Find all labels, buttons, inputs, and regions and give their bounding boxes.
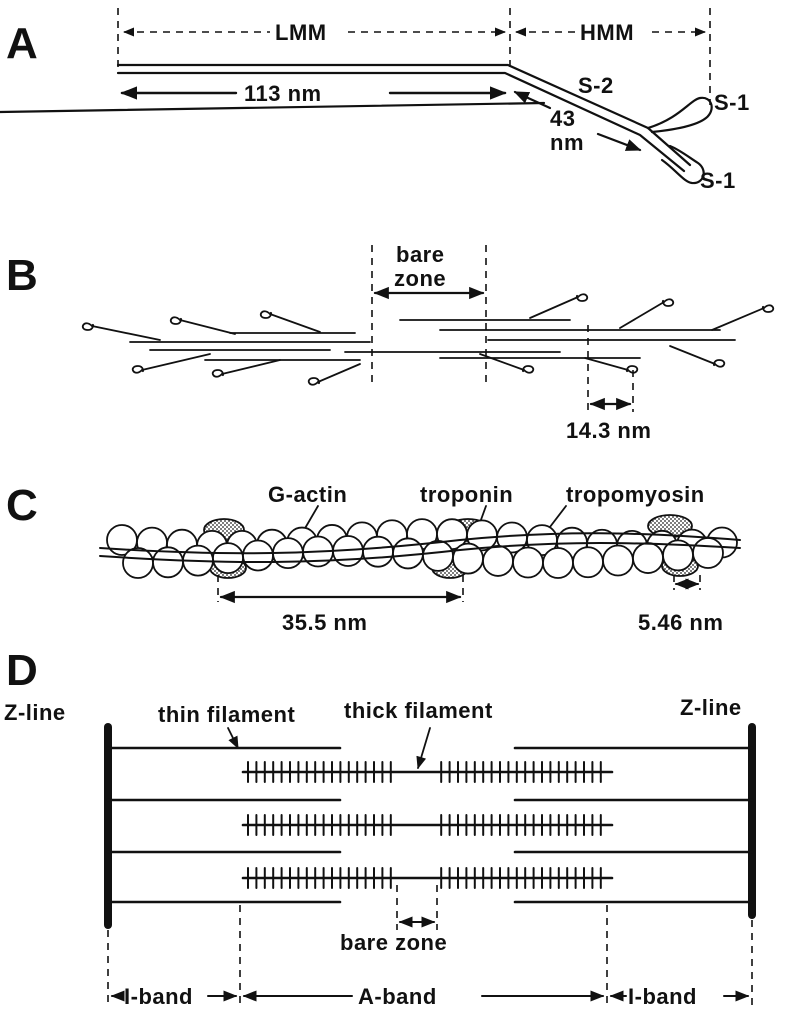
- len-43-arrow-up: [515, 92, 550, 108]
- panel-b: B bare zone: [6, 242, 773, 443]
- s1-top-label: S-1: [714, 90, 750, 115]
- hmm-label: HMM: [580, 20, 634, 45]
- lmm-label: LMM: [275, 20, 327, 45]
- panel-d-letter: D: [6, 646, 38, 695]
- g-actin-monomer: [483, 546, 513, 576]
- g-actin-monomer: [513, 548, 543, 578]
- g-actin-monomer: [573, 547, 603, 577]
- s1-bottom-label: S-1: [700, 168, 736, 193]
- s2-label: S-2: [578, 73, 614, 98]
- thin-filament-label: thin filament: [158, 702, 295, 727]
- spacing-label: 14.3 nm: [566, 418, 651, 443]
- thick-filament-label: thick filament: [344, 698, 493, 723]
- panel-c-letter: C: [6, 481, 38, 530]
- g-actin-monomer: [543, 548, 573, 578]
- g-actin-monomer: [243, 540, 273, 570]
- len-113-label: 113 nm: [244, 81, 322, 106]
- thin-filament-leader: [228, 728, 238, 748]
- bare-zone-line1: bare: [396, 242, 444, 267]
- s1-head-bottom: [662, 146, 704, 183]
- bare-zone-line2: zone: [394, 266, 446, 291]
- tropomyosin-label: tropomyosin: [566, 482, 705, 507]
- zline-left-label: Z-line: [4, 700, 66, 725]
- panel-a-letter: A: [6, 19, 38, 68]
- len-43-unit: nm: [550, 130, 584, 155]
- len-43-arrow-down: [598, 134, 640, 150]
- i-band-left-label: I-band: [124, 984, 193, 1009]
- panel-a: A LMM HMM 113 nm S-2 43 nm S-1 S-1: [0, 8, 750, 193]
- g-actin-monomer: [633, 543, 663, 573]
- g-actin-monomer: [603, 546, 633, 576]
- g-actin-leader: [304, 506, 318, 530]
- g-actin-label: G-actin: [268, 482, 347, 507]
- len-43-number: 43: [550, 106, 575, 131]
- troponin-label: troponin: [420, 482, 513, 507]
- panel-c: C G-actin troponin tropomyosin 35.5 nm 5…: [6, 481, 740, 635]
- thick-filament-backbone: [130, 320, 735, 360]
- i-band-right-label: I-band: [628, 984, 697, 1009]
- thick-filaments: [243, 762, 612, 888]
- g-actin-monomer: [363, 537, 393, 567]
- repeat-label: 35.5 nm: [282, 610, 367, 635]
- g-actin-monomer: [213, 543, 243, 573]
- g-actin-monomer: [123, 548, 153, 578]
- monomer-label: 5.46 nm: [638, 610, 723, 635]
- panel-d: D Z-line Z-line thin filament thick fila…: [4, 646, 752, 1009]
- a-band-label: A-band: [358, 984, 437, 1009]
- thick-filament-leader: [418, 728, 430, 768]
- zline-right-label: Z-line: [680, 695, 742, 720]
- s1-head-top: [648, 98, 712, 132]
- panel-b-letter: B: [6, 251, 38, 300]
- g-actin-monomer: [693, 538, 723, 568]
- bare-zone-d-label: bare zone: [340, 930, 447, 955]
- actin-strand: [107, 519, 737, 578]
- g-actin-monomer: [423, 541, 453, 571]
